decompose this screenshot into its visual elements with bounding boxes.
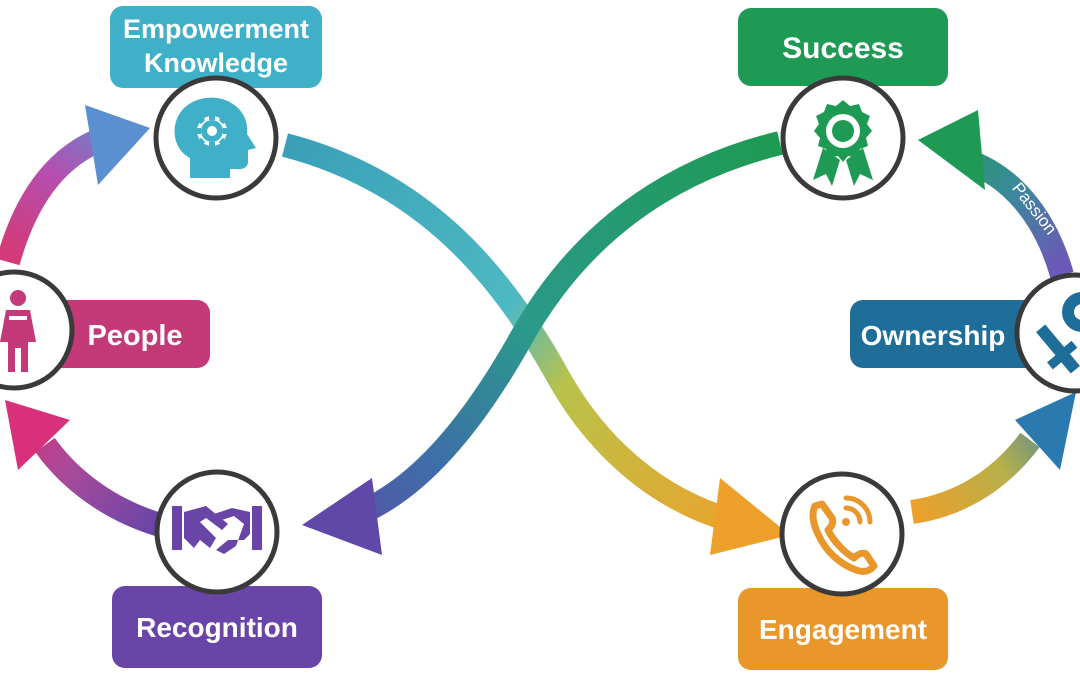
band-people-to-empowerment <box>0 131 101 266</box>
ownership-label: Ownership <box>850 300 1040 368</box>
svg-text:Recognition: Recognition <box>136 612 298 643</box>
band-recognition-to-people <box>35 437 164 537</box>
engagement-node <box>779 471 905 597</box>
recognition-node <box>154 469 280 595</box>
arrowhead-ownership <box>1015 392 1076 470</box>
head-gear-icon <box>174 97 256 178</box>
handshake-icon <box>172 506 262 554</box>
flow-bands: Passion <box>0 105 1076 555</box>
phone-call-icon <box>809 495 878 575</box>
engagement-label: Engagement <box>738 588 948 670</box>
empowerment-node <box>153 75 279 201</box>
success-label: Success <box>738 8 948 86</box>
recognition-label: Recognition <box>112 586 322 668</box>
svg-text:Ownership: Ownership <box>861 320 1006 351</box>
award-ribbon-icon <box>813 100 873 186</box>
arrowhead-success <box>918 110 985 190</box>
success-node <box>780 75 906 201</box>
svg-text:Success: Success <box>782 32 904 65</box>
person-icon <box>0 290 36 372</box>
empowerment-knowledge-label: Empowerment Knowledge <box>110 6 322 88</box>
svg-text:Engagement: Engagement <box>759 614 927 645</box>
arrowhead-people <box>5 400 70 470</box>
band-engagement-to-ownership <box>910 432 1040 524</box>
arrowhead-empowerment <box>85 105 150 185</box>
svg-text:Knowledge: Knowledge <box>144 48 288 78</box>
key-icon <box>1036 292 1080 374</box>
people-node <box>0 269 75 391</box>
band-success-to-recognition <box>350 131 783 527</box>
people-label: People <box>30 300 210 368</box>
band-empowerment-to-engagement <box>281 133 734 532</box>
arrowhead-recognition <box>302 478 382 555</box>
ownership-node <box>1014 272 1080 394</box>
svg-text:People: People <box>87 320 182 352</box>
svg-text:Empowerment: Empowerment <box>123 14 309 44</box>
arrowhead-engagement <box>710 478 790 555</box>
